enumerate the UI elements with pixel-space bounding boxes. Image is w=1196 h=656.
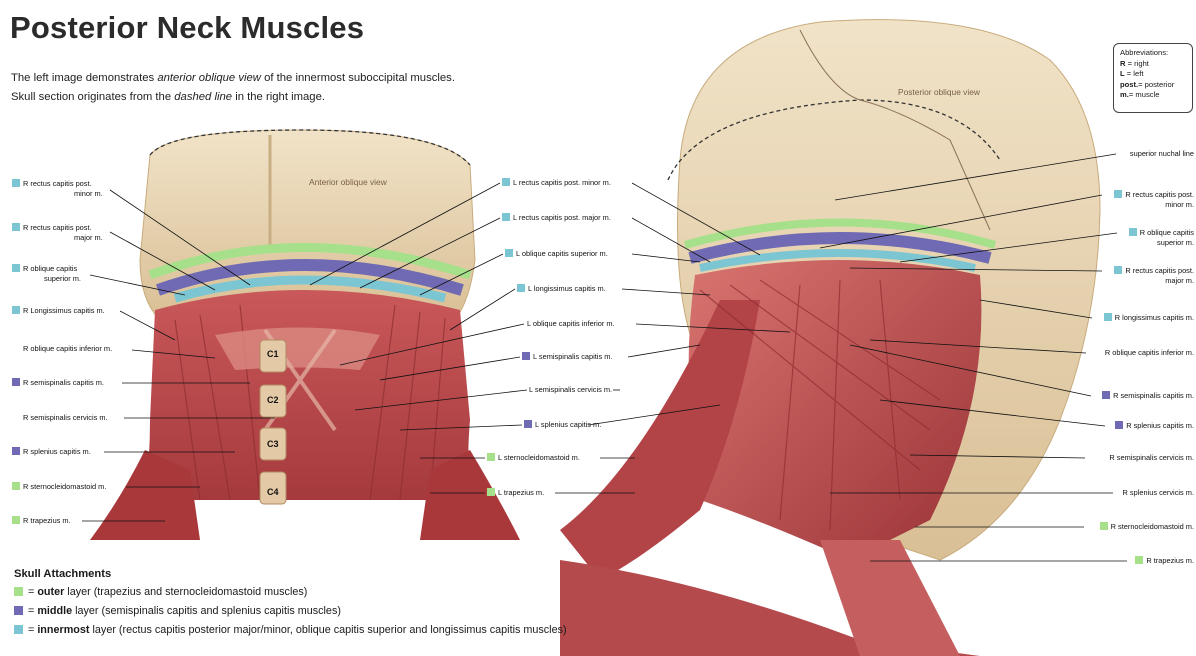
left-neck-muscles (90, 290, 520, 540)
vertebra-c1-label: C1 (267, 350, 279, 360)
abbreviations-box: Abbreviations: R = right L = left post.=… (1113, 43, 1193, 113)
label-l-longissimus: L longissimus capitis m. (517, 284, 606, 294)
legend-title: Skull Attachments (14, 568, 111, 580)
anterior-view-caption: Anterior oblique view (309, 177, 387, 187)
label-l-oblique-inferior: L oblique capitis inferior m. (527, 319, 615, 329)
label-r-semispinalis-capitis-right: R semispinalis capitis m. (1102, 391, 1194, 401)
label-r-sternocleidomastoid-right: R sternocleidomastoid m. (1100, 522, 1194, 532)
label-r-trapezius-left: R trapezius m. (12, 516, 71, 526)
label-r-longissimus-right: R longissimus capitis m. (1104, 313, 1194, 323)
label-r-splenius-capitis-left: R splenius capitis m. (12, 447, 91, 457)
legend-item-outer: = outer layer (trapezius and sternocleid… (14, 586, 307, 598)
label-r-semispinalis-cervicis-left: R semispinalis cervicis m. (23, 413, 108, 423)
label-r-trapezius-right: R trapezius m. (1135, 556, 1194, 566)
label-r-rectus-minor-right: R rectus capitis post.minor m. (1114, 190, 1194, 209)
legend-item-innermost: = innermost layer (rectus capitis poster… (14, 624, 567, 636)
label-r-oblique-inferior-right: R oblique capitis inferior m. (1105, 348, 1194, 358)
label-r-rectus-major-right: R rectus capitis post.major m. (1114, 266, 1194, 285)
label-r-rectus-minor-left: R rectus capitis post.minor m. (12, 179, 103, 198)
label-r-semispinalis-cervicis-right: R semispinalis cervicis m. (1109, 453, 1194, 463)
label-l-oblique-superior: L oblique capitis superior m. (505, 249, 608, 259)
label-l-rectus-major: L rectus capitis post. major m. (502, 213, 611, 223)
label-r-rectus-major-left: R rectus capitis post.major m. (12, 223, 103, 242)
vertebra-c3-label: C3 (267, 440, 279, 450)
label-l-semispinalis-cervicis: L semispinalis cervicis m. (529, 385, 612, 395)
label-r-splenius-cervicis-right: R splenius cervicis m. (1123, 488, 1194, 498)
label-r-splenius-capitis-right: R splenius capitis m. (1115, 421, 1194, 431)
legend-item-middle: = middle layer (semispinalis capitis and… (14, 605, 341, 617)
vertebra-c2-label: C2 (267, 396, 279, 406)
label-r-longissimus-left: R Longissimus capitis m. (12, 306, 105, 316)
vertebra-c4-label: C4 (267, 488, 279, 498)
label-l-semispinalis-capitis: L semispinalis capitis m. (522, 352, 612, 362)
label-l-rectus-minor: L rectus capitis post. minor m. (502, 178, 611, 188)
label-r-semispinalis-capitis-left: R semispinalis capitis m. (12, 378, 104, 388)
label-l-trapezius: L trapezius m. (487, 488, 544, 498)
label-superior-nuchal-line: superior nuchal line (1130, 149, 1194, 159)
label-r-oblique-inferior-left: R oblique capitis inferior m. (23, 344, 112, 354)
posterior-view-caption: Posterior oblique view (898, 87, 980, 97)
label-l-splenius-capitis: L splenius capitis m. (524, 420, 601, 430)
label-r-sternocleidomastoid-left: R sternocleidomastoid m. (12, 482, 106, 492)
label-l-sternocleidomastoid: L sternocleidomastoid m. (487, 453, 580, 463)
